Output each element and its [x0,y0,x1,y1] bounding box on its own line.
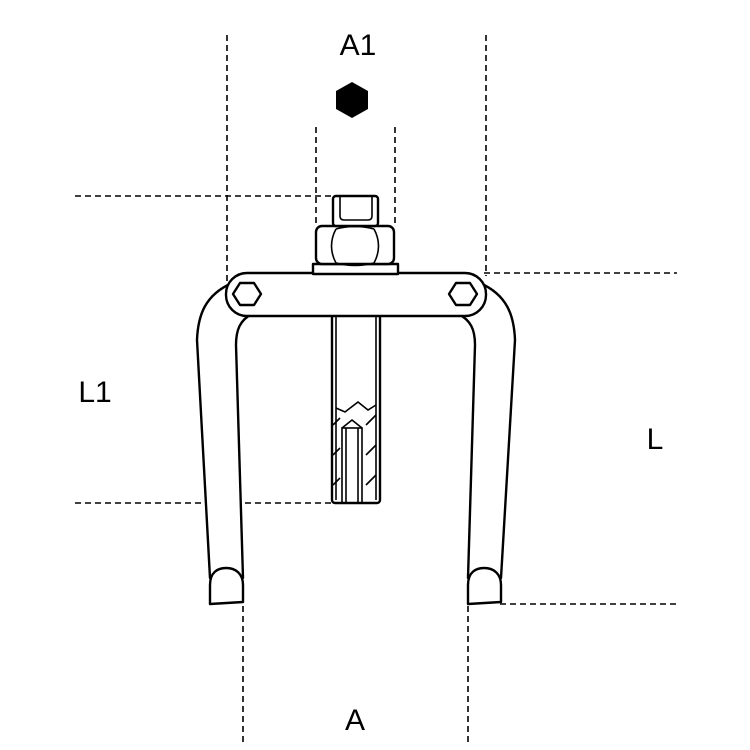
right-leg [456,281,517,606]
hex-key-icon [336,82,368,118]
dimension-lines [75,35,677,745]
label-l1: L1 [78,376,111,409]
right-bolt-hex [447,281,479,307]
label-l: L [647,423,664,456]
screw-head-and-nut [311,194,400,276]
center-screw [330,308,382,505]
crossbar [224,271,488,318]
left-bolt-hex [231,281,263,307]
label-a: A [345,704,365,737]
left-leg [195,281,254,606]
label-a1: A1 [340,29,377,62]
